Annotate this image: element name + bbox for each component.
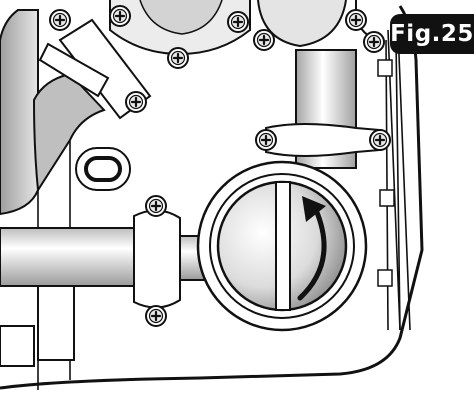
screw-icon	[252, 28, 276, 52]
screw-icon	[124, 90, 148, 114]
lever-handle	[32, 18, 152, 193]
screw-icon	[226, 10, 250, 34]
screw-icon	[362, 30, 386, 54]
screw-icon	[48, 8, 72, 32]
screw-icon	[166, 46, 190, 70]
rotation-arrow	[297, 196, 327, 301]
screw-icon	[144, 194, 168, 218]
right-rail	[377, 29, 411, 331]
frame-lines	[37, 10, 401, 390]
valve-body	[196, 160, 368, 332]
oval-slot	[75, 147, 131, 191]
screw-icon	[108, 4, 132, 28]
screw-icon	[368, 128, 392, 152]
figure-label: Fig.25	[390, 14, 474, 54]
lever-clip	[38, 42, 110, 98]
screw-icon	[254, 128, 278, 152]
lower-left-boxes	[0, 285, 75, 367]
outlet-pipe-clamp	[133, 209, 181, 309]
screw-icon	[144, 304, 168, 328]
upper-pipe-clip	[265, 123, 381, 157]
screw-icon	[344, 8, 368, 32]
outlet-pipe	[0, 227, 207, 287]
left-side-panel	[0, 9, 39, 216]
